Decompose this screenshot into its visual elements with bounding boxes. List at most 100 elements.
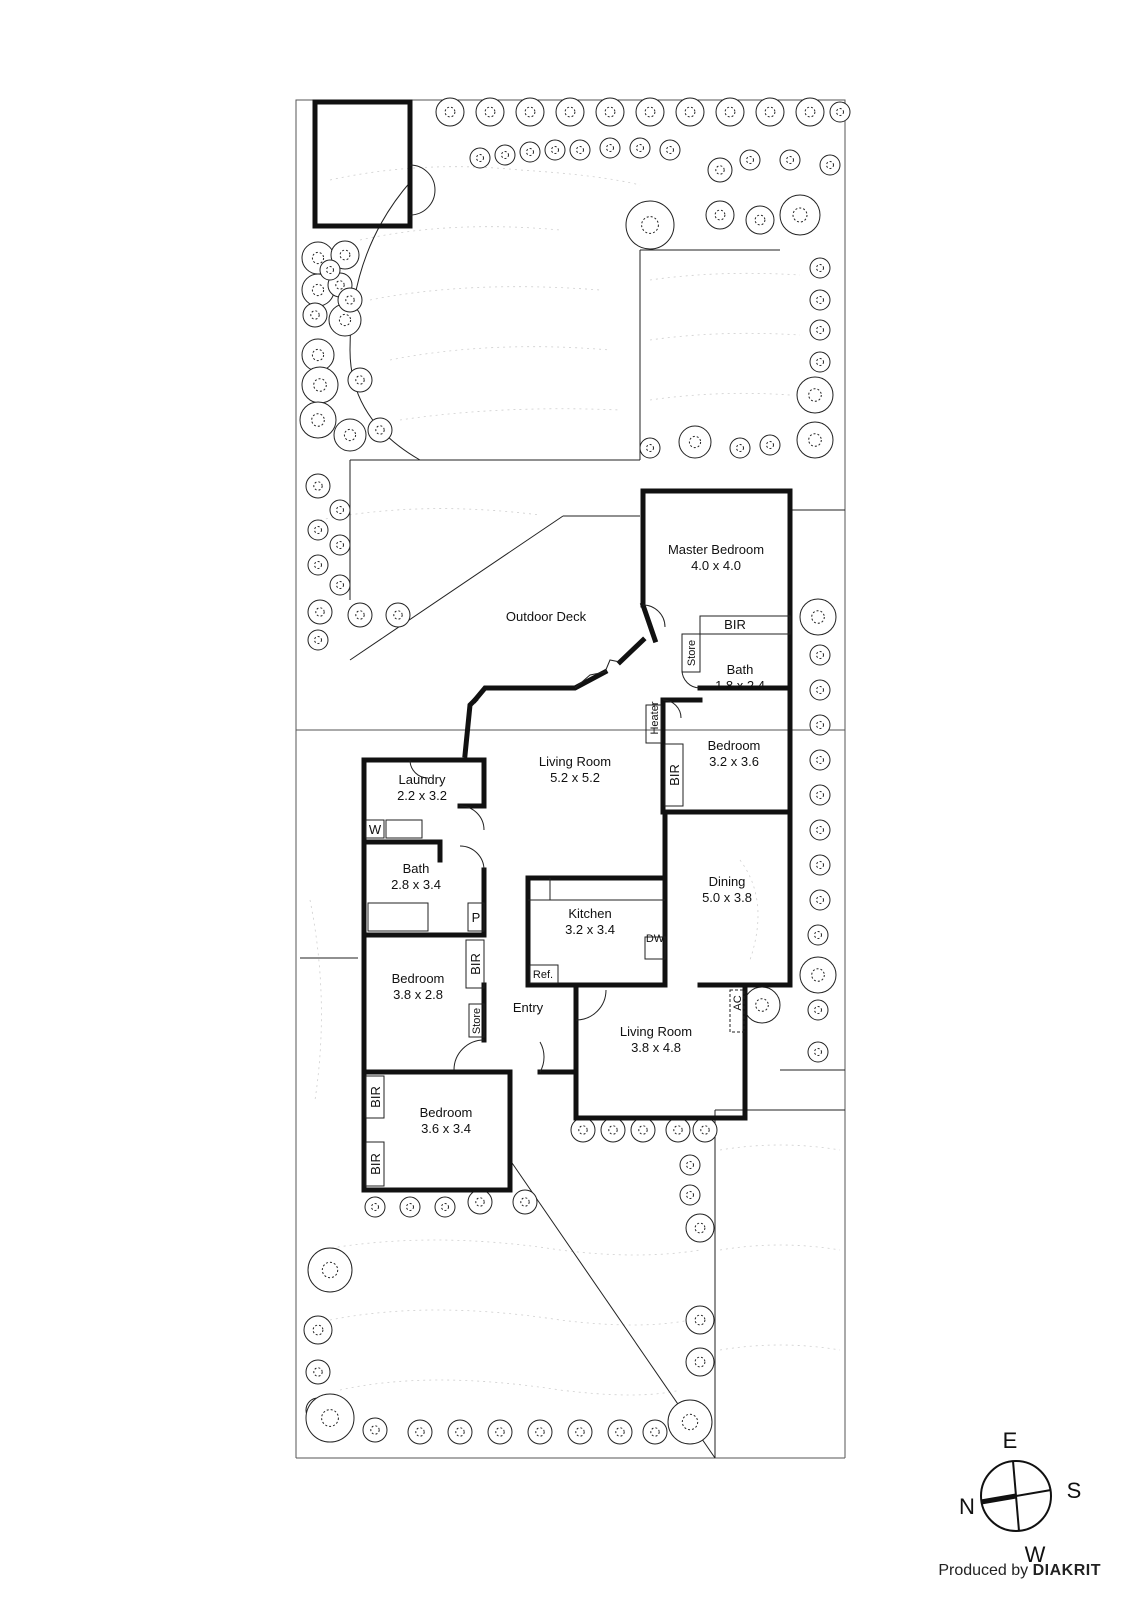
ensuite-bath-dims: 1.8 x 2.4: [715, 678, 765, 693]
shrub-core: [336, 581, 344, 589]
compass: E S N W: [959, 1428, 1081, 1567]
shrub-core: [575, 1427, 585, 1437]
shrub-core: [343, 428, 357, 442]
shrub-core: [816, 358, 824, 366]
shrub-core: [345, 295, 355, 305]
shrub-core: [816, 861, 824, 869]
dining-name: Dining: [709, 874, 746, 889]
living-front-name: Living Room: [620, 1024, 692, 1039]
shrub-core: [615, 1427, 625, 1437]
shrub-core: [816, 896, 824, 904]
shrub-core: [535, 1427, 545, 1437]
shrub-core: [814, 1048, 822, 1056]
shrub-core: [406, 1203, 414, 1211]
shrub-core: [836, 108, 844, 116]
shrub-core: [314, 636, 322, 644]
shrub-core: [694, 1314, 706, 1326]
shrub-core: [646, 444, 654, 452]
living-main-dims: 5.2 x 5.2: [550, 770, 600, 785]
credit-line: Produced by DIAKRIT: [938, 1562, 1101, 1580]
shrub-core: [816, 826, 824, 834]
shrub-core: [816, 326, 824, 334]
shrub-core: [336, 506, 344, 514]
shrub-core: [694, 1356, 706, 1368]
bir-bedroom-mid: BIR: [468, 953, 483, 975]
bedroom-mid-name: Bedroom: [392, 971, 445, 986]
shrub-core: [686, 1191, 694, 1199]
room-labels: Master Bedroom 4.0 x 4.0 Outdoor Deck BI…: [368, 542, 765, 1175]
shrub-core: [455, 1427, 465, 1437]
bir-front-2: BIR: [368, 1153, 383, 1175]
compass-north: N: [959, 1494, 975, 1519]
bir-master: BIR: [724, 617, 746, 632]
shrub-core: [339, 249, 351, 261]
shrub-core: [714, 209, 726, 221]
bedroom-east-dims: 3.2 x 3.6: [709, 754, 759, 769]
shrub-core: [578, 1125, 588, 1135]
shrub-core: [310, 310, 320, 320]
landscaping: [299, 97, 851, 1445]
shrub-core: [604, 106, 616, 118]
house-walls: [361, 488, 793, 1193]
bedroom-east-name: Bedroom: [708, 738, 761, 753]
shrub-core: [816, 756, 824, 764]
shrub-core: [370, 1425, 380, 1435]
shrub-core: [355, 375, 365, 385]
shrub-core: [415, 1427, 425, 1437]
shrub-core: [766, 441, 774, 449]
laundry-dims: 2.2 x 3.2: [397, 788, 447, 803]
shrub-core: [321, 1409, 339, 1427]
kitchen-dims: 3.2 x 3.4: [565, 922, 615, 937]
shrub-core: [312, 1324, 324, 1336]
shrub-core: [715, 165, 725, 175]
shrub-core: [524, 106, 536, 118]
shrub-core: [754, 214, 766, 226]
shrub-core: [636, 144, 644, 152]
shrub-core: [315, 607, 325, 617]
shrub-core: [484, 106, 496, 118]
shrub-core: [808, 433, 822, 447]
credit-prefix: Produced by: [938, 1562, 1029, 1579]
shrub-core: [321, 1261, 339, 1279]
bir-bedroom-east: BIR: [667, 764, 682, 786]
shrub-core: [811, 610, 825, 624]
shrub-core: [608, 1125, 618, 1135]
shrub-core: [314, 526, 322, 534]
pantry-label: P: [472, 910, 481, 925]
shrub-core: [814, 931, 822, 939]
shrub-core: [816, 296, 824, 304]
shrub-core: [476, 154, 484, 162]
shrub-core: [804, 106, 816, 118]
compass-east: E: [1003, 1428, 1018, 1453]
bedroom-front-dims: 3.6 x 3.4: [421, 1121, 471, 1136]
bir-front-1: BIR: [368, 1086, 383, 1108]
kitchen-name: Kitchen: [568, 906, 611, 921]
shrub-core: [501, 151, 509, 159]
shrub-core: [694, 1222, 706, 1234]
shrub-core: [792, 207, 808, 223]
garden-paths: [300, 179, 845, 1459]
compass-south: S: [1067, 1478, 1082, 1503]
living-main-name: Living Room: [539, 754, 611, 769]
shrub-core: [811, 968, 825, 982]
shrub-core: [638, 1125, 648, 1135]
bath-main-dims: 2.8 x 3.4: [391, 877, 441, 892]
shrub-core: [576, 146, 584, 154]
shrub-core: [673, 1125, 683, 1135]
shrub-core: [644, 106, 656, 118]
shrub-core: [313, 1367, 323, 1377]
shrub-core: [816, 721, 824, 729]
doors: [409, 604, 701, 1073]
master-bedroom-name: Master Bedroom: [668, 542, 764, 557]
shrub-core: [313, 378, 327, 392]
shrub-core: [311, 251, 325, 265]
shrub-core: [371, 1203, 379, 1211]
shrub-core: [526, 148, 534, 156]
shrub-core: [475, 1197, 485, 1207]
shrub-core: [393, 610, 403, 620]
shrub-core: [808, 388, 822, 402]
bath-main-name: Bath: [403, 861, 430, 876]
credit-brand: DIAKRIT: [1032, 1562, 1101, 1579]
shrub-core: [816, 651, 824, 659]
